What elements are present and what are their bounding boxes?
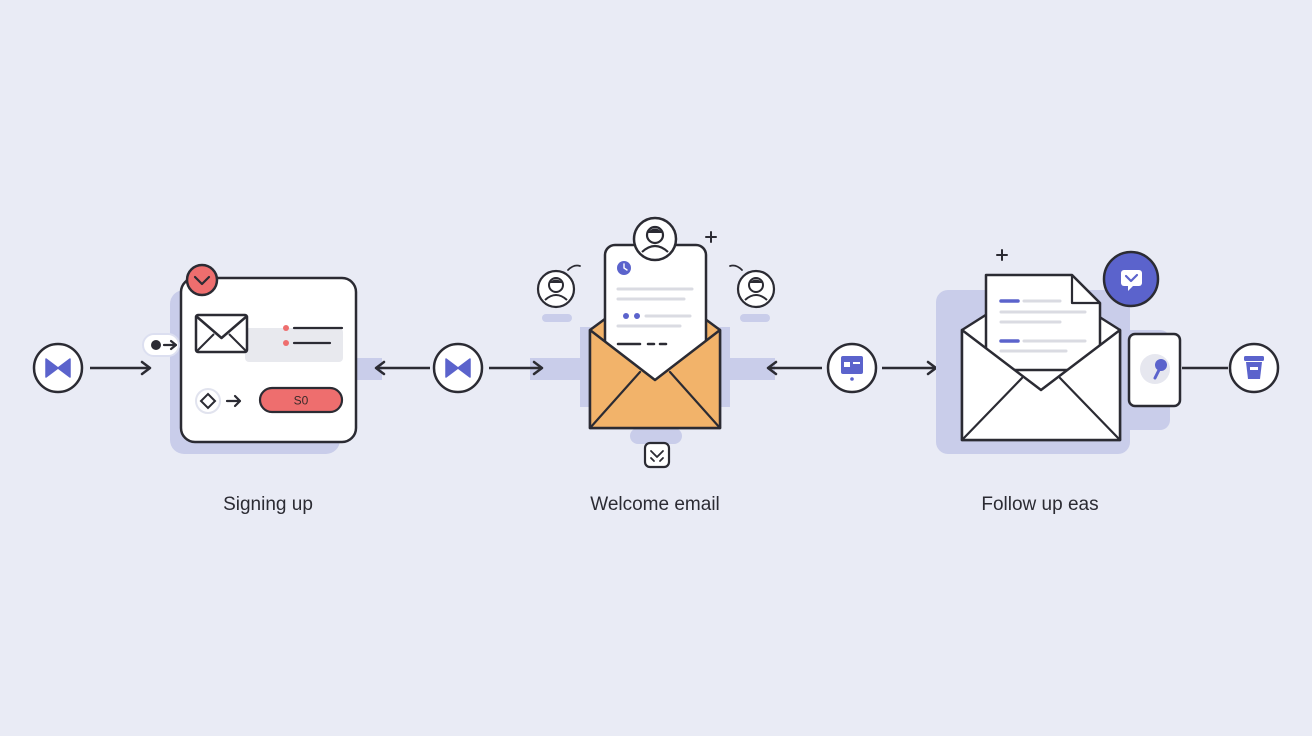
stage-label-signing-up: Signing up <box>223 494 313 515</box>
arrow-node2-to-followup <box>882 360 938 376</box>
arrow-entry-to-signup <box>90 360 152 376</box>
welcome-email-group <box>536 216 776 469</box>
stage-label-follow-up: Follow up eas <box>981 494 1099 515</box>
avatar-icon <box>632 216 678 262</box>
arrow-node1-to-signup <box>374 360 430 376</box>
calendar-icon <box>841 356 863 381</box>
connector-node-2 <box>826 342 878 394</box>
arrow-node2-to-welcome <box>766 360 822 376</box>
cup-icon <box>1244 356 1264 379</box>
entry-node <box>32 342 84 394</box>
avatar-icon <box>536 264 581 309</box>
plus-icon <box>996 249 1008 261</box>
bowtie-icon <box>445 358 471 378</box>
exit-node <box>1228 342 1280 394</box>
followup-group <box>936 249 1182 454</box>
signup-submit-label: S0 <box>294 394 309 408</box>
chevron-badge <box>185 263 219 297</box>
chevron-down-icon <box>193 275 211 286</box>
envelope-icon <box>194 313 249 354</box>
chat-heart-icon <box>1102 250 1160 308</box>
bowtie-icon <box>45 358 71 378</box>
stage-label-welcome-email: Welcome email <box>590 494 720 515</box>
plus-icon <box>705 231 717 243</box>
avatar-icon <box>729 264 776 309</box>
signup-card-group: S0 <box>142 263 382 454</box>
diamond-icon <box>199 392 217 410</box>
connector-node-1 <box>432 342 484 394</box>
signup-submit-button[interactable]: S0 <box>258 386 344 414</box>
